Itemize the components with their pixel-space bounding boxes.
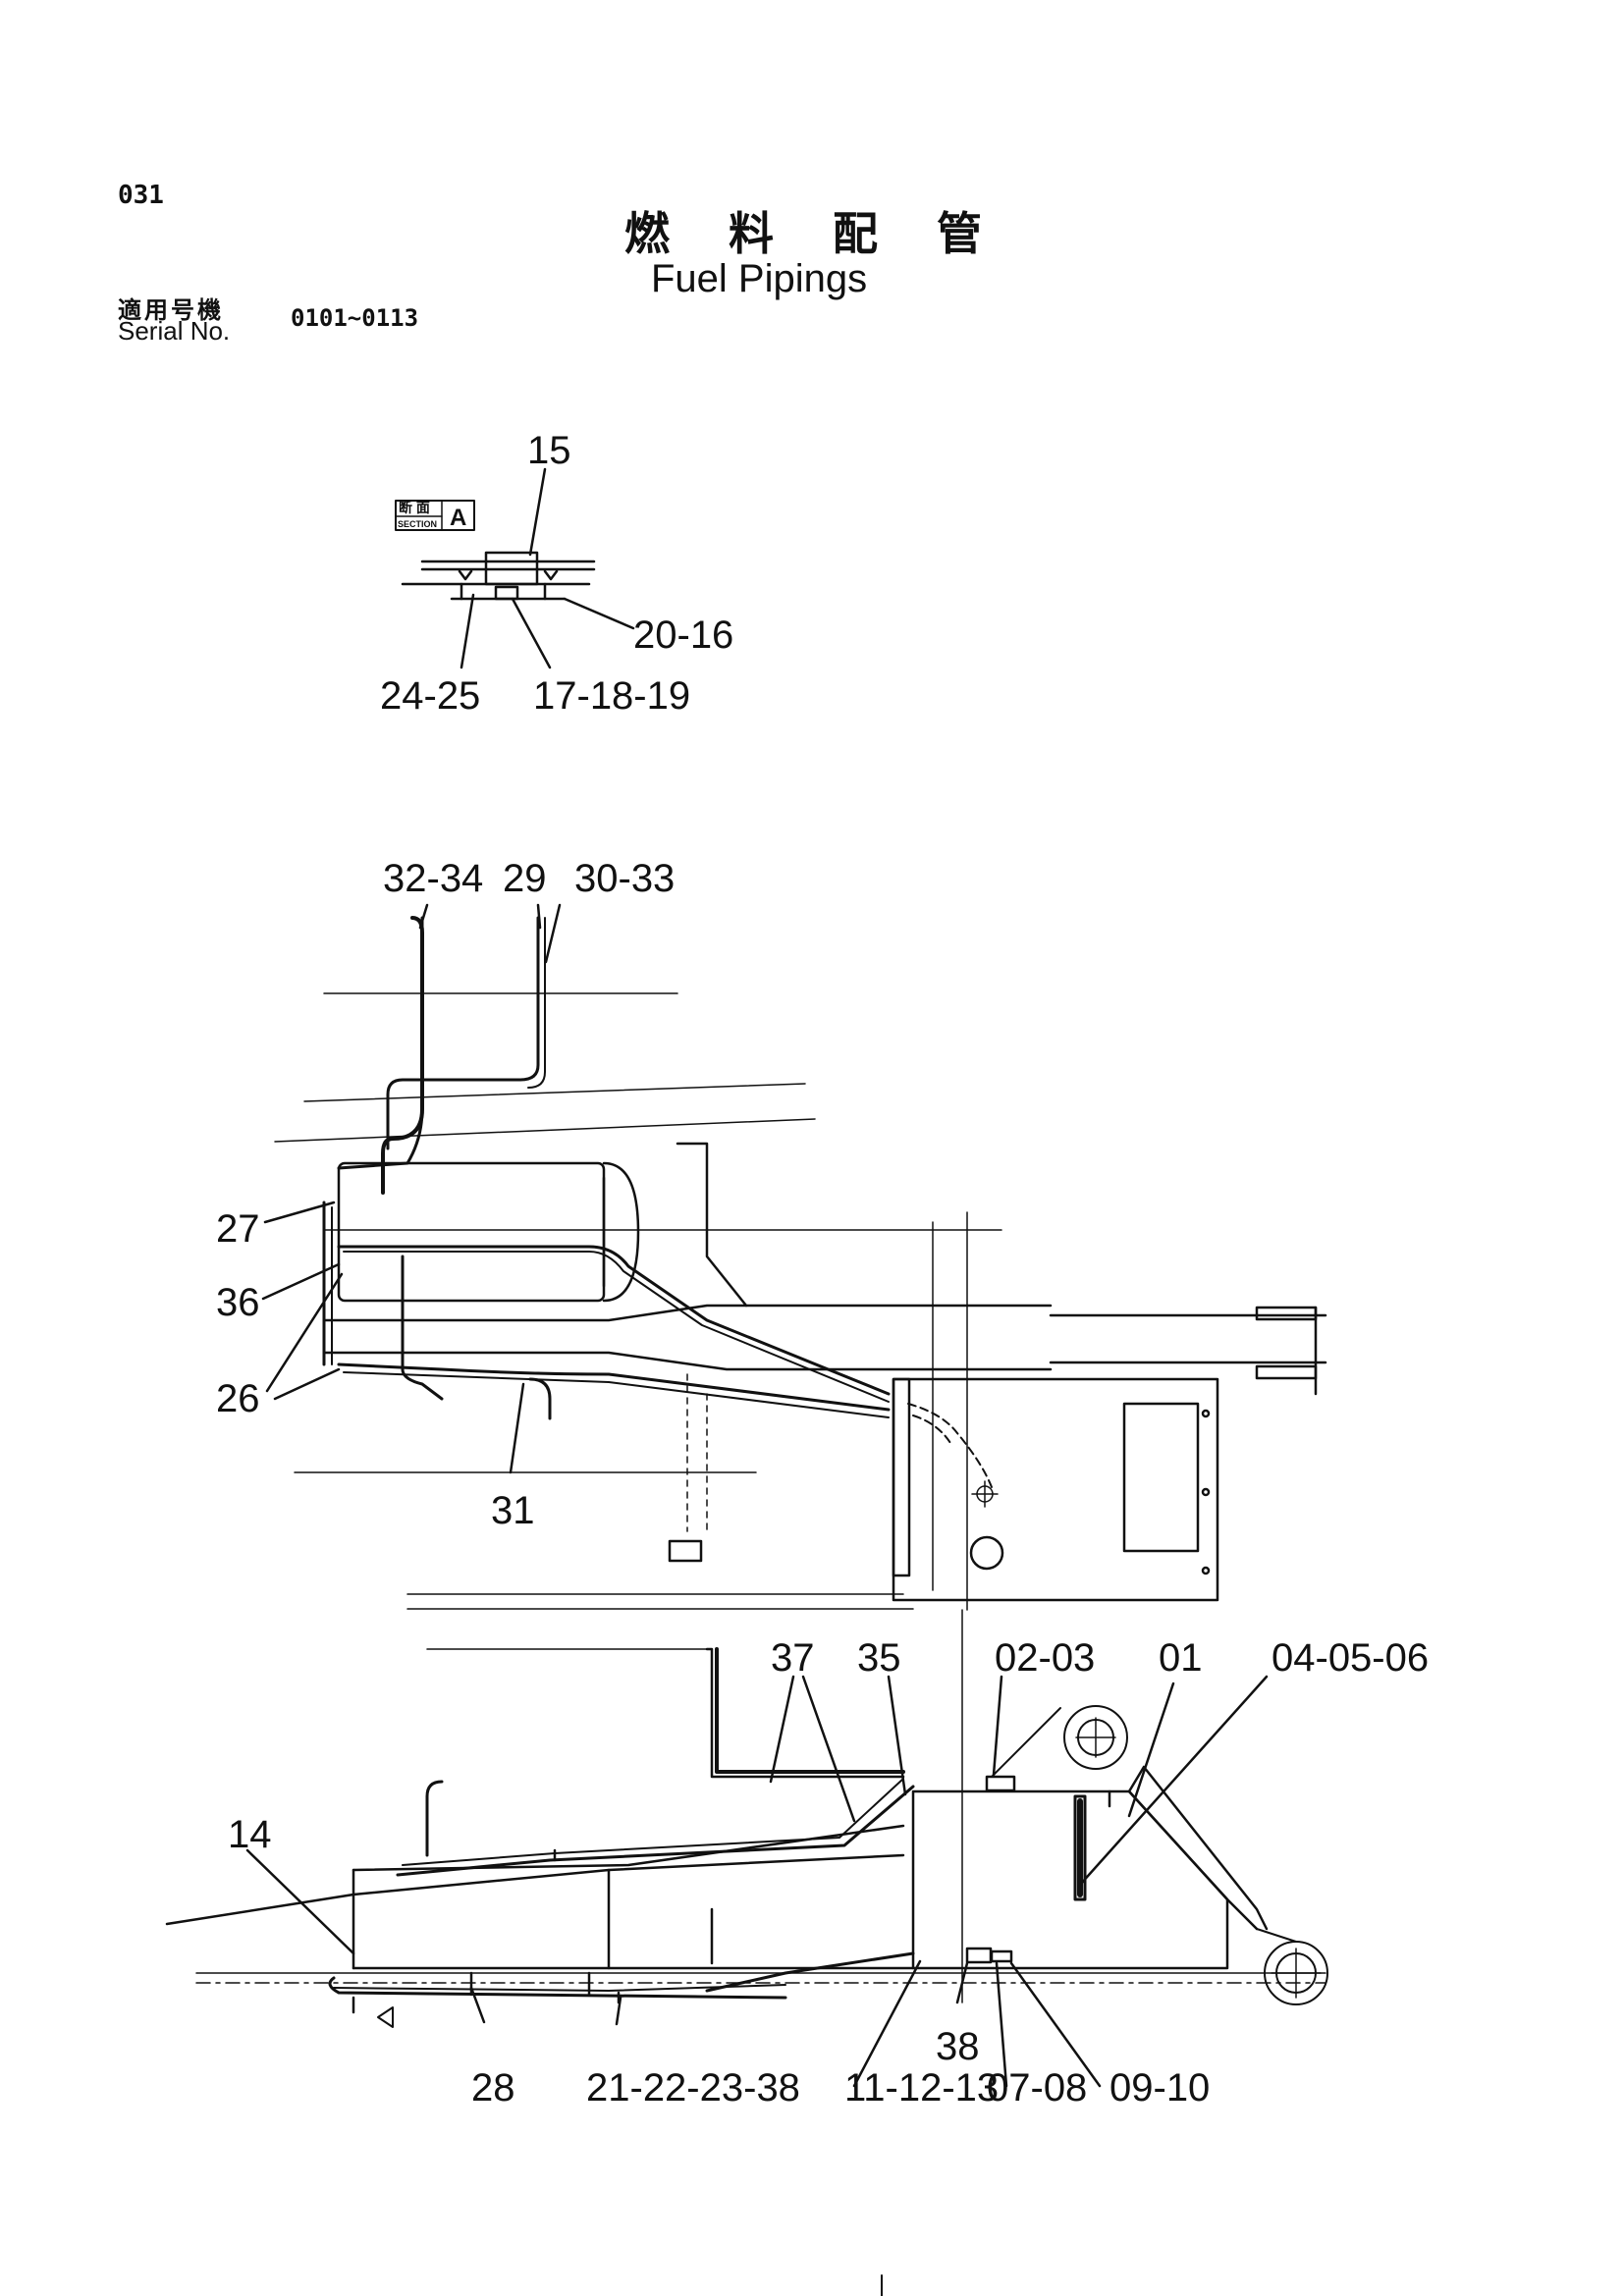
callout-14: 14	[228, 1813, 272, 1856]
callout-29: 29	[503, 857, 547, 900]
section-a-badge	[395, 500, 475, 531]
callout-28: 28	[471, 2066, 515, 2109]
callout-20-16: 20-16	[633, 614, 733, 657]
view-direction-arrow-icon	[377, 2006, 394, 2028]
upper-frame-view	[261, 903, 1327, 1611]
callout-21-22-23-38: 21-22-23-38	[586, 2066, 800, 2109]
callout-01: 01	[1159, 1636, 1203, 1680]
callout-30-33: 30-33	[574, 857, 675, 900]
callout-labels: 15 20-16 24-25 17-18-19 32-34 29 30-33 2…	[216, 429, 1429, 2109]
lower-side-view	[165, 1609, 1328, 2088]
serial-label-english: Serial No.	[118, 316, 231, 346]
callout-32-34: 32-34	[383, 857, 483, 900]
page-title-japanese: 燃 料 配 管	[624, 207, 1004, 260]
callout-38: 38	[936, 2025, 980, 2068]
callout-07-08: 07-08	[987, 2066, 1087, 2109]
callout-31: 31	[491, 1489, 535, 1532]
section-badge-top: 断 面	[399, 500, 430, 515]
callout-24-25: 24-25	[380, 674, 480, 718]
fuel-filler-cap-icon	[1063, 1705, 1128, 1770]
callout-26: 26	[216, 1377, 260, 1420]
section-badge-bottom: SECTION	[398, 519, 437, 529]
section-a-inset: 断 面 SECTION A	[395, 467, 635, 669]
callout-04-05-06: 04-05-06	[1271, 1636, 1429, 1680]
serial-label-japanese: 適用号機	[118, 296, 224, 324]
callout-36: 36	[216, 1281, 260, 1324]
callout-27: 27	[216, 1207, 260, 1251]
page-title-english: Fuel Pipings	[651, 257, 868, 300]
page-number: 031	[118, 181, 164, 210]
serial-number-range: 0101~0113	[291, 304, 419, 332]
callout-17-18-19: 17-18-19	[533, 674, 690, 718]
callout-37: 37	[771, 1636, 815, 1680]
callout-35: 35	[857, 1636, 901, 1680]
section-badge-letter: A	[450, 505, 466, 531]
callout-11-12-13: 11-12-13	[844, 2066, 999, 2109]
callout-15: 15	[527, 429, 571, 472]
callout-09-10: 09-10	[1109, 2066, 1210, 2109]
callout-02-03: 02-03	[995, 1636, 1095, 1680]
